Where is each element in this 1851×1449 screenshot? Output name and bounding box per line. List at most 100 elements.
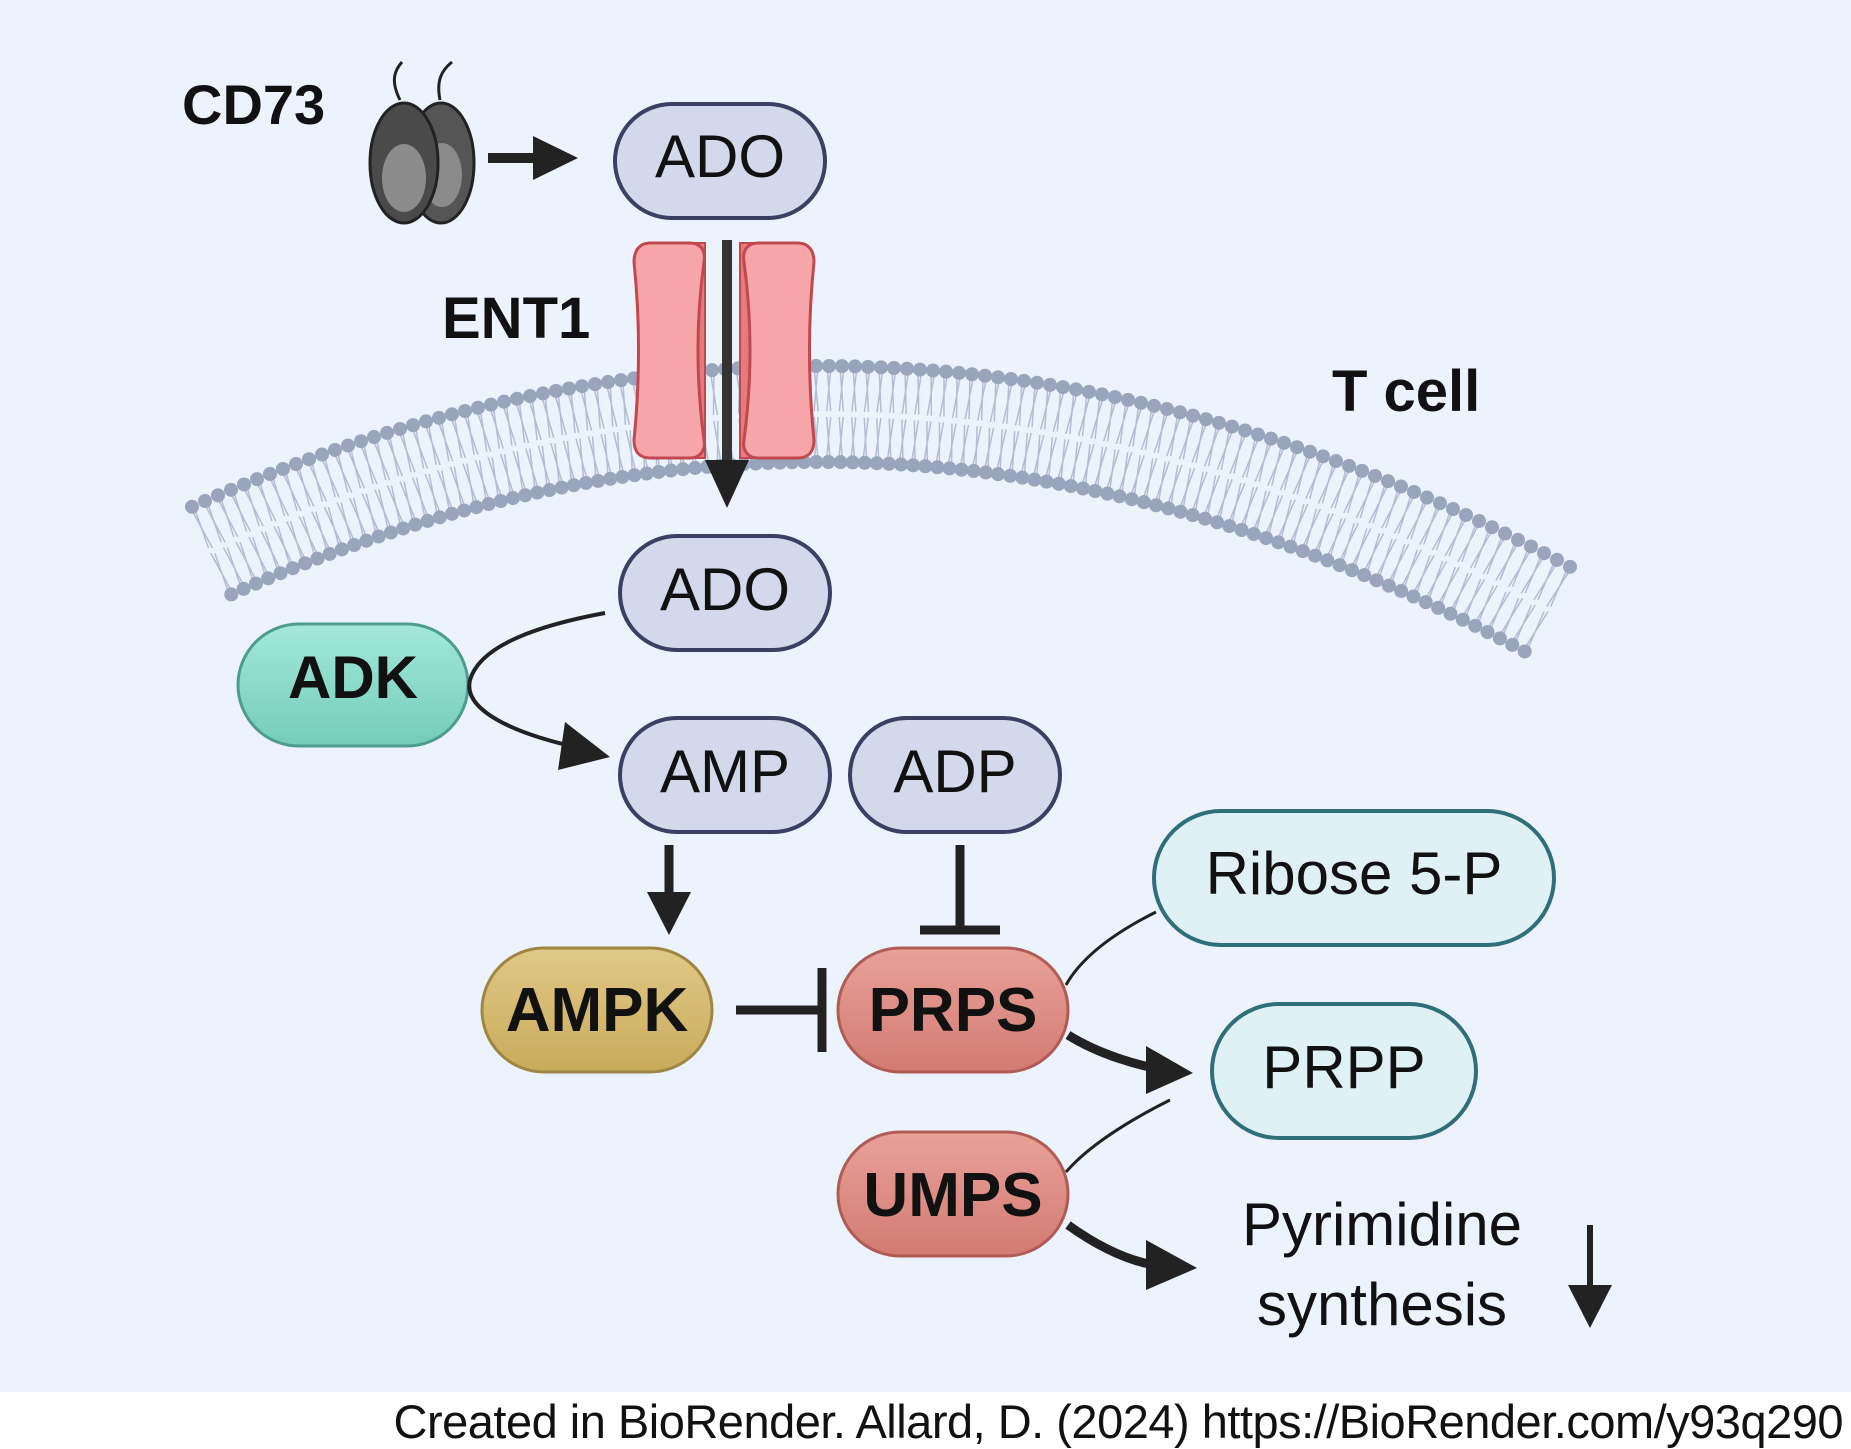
cd73-arrow-head — [533, 136, 578, 180]
lipid-head — [918, 459, 933, 474]
lipid-tail — [898, 368, 910, 465]
lipid-head — [1222, 519, 1237, 534]
lipid-head — [1369, 573, 1384, 588]
lipid-tail — [527, 395, 553, 491]
lipid-head — [1355, 463, 1369, 478]
lipid-tail — [874, 367, 884, 464]
lipid-tail — [995, 378, 1014, 475]
lipid-head — [289, 457, 303, 472]
lipid-head — [518, 488, 533, 503]
prpp-node: PRPP — [1210, 1002, 1478, 1140]
lipid-head — [1485, 520, 1499, 535]
prpp-label: PRPP — [1262, 1034, 1425, 1101]
lipid-head — [237, 477, 251, 492]
lipid-tail — [825, 365, 832, 463]
lipid-tail — [423, 421, 455, 515]
lipid-tail — [1202, 426, 1235, 519]
lipid-tail — [553, 390, 577, 486]
lipid-head — [578, 475, 593, 490]
lipid-head — [887, 360, 901, 375]
lipid-head — [1368, 468, 1382, 483]
lipid-head — [1480, 625, 1495, 640]
lipid-head — [542, 483, 557, 498]
lipid-tail — [1423, 514, 1469, 603]
lipid-tail — [958, 374, 975, 470]
lipid-tail — [1324, 470, 1365, 561]
lipid-head — [408, 517, 423, 532]
lipid-head — [705, 363, 719, 378]
lipid-head — [1082, 384, 1096, 399]
lipid-tail — [849, 366, 858, 463]
lipid-head — [406, 418, 420, 433]
lipid-head — [1108, 390, 1122, 405]
pyrimidine-label-line1: Pyrimidine — [1242, 1191, 1522, 1258]
lipid-tail — [1447, 526, 1495, 615]
lipid-head — [562, 381, 576, 396]
ado-extracellular-label: ADO — [655, 123, 785, 190]
lipid-tail — [488, 404, 516, 499]
pyrimidine-label-line2: synthesis — [1257, 1271, 1507, 1338]
lipid-head — [497, 394, 511, 409]
lipid-head — [991, 370, 1005, 385]
lipid-head — [1027, 472, 1042, 487]
lipid-head — [261, 571, 276, 586]
lipid-head — [1357, 568, 1372, 583]
lipid-head — [1537, 546, 1551, 561]
lipid-tail — [241, 484, 284, 574]
lipid-head — [821, 455, 836, 470]
amp-node: AMP — [618, 716, 832, 834]
lipid-head — [894, 457, 909, 472]
lipid-head — [1039, 474, 1054, 489]
lipid-tail — [1509, 559, 1560, 646]
umps-label: UMPS — [863, 1161, 1042, 1230]
lipid-head — [1225, 419, 1239, 434]
lipid-tail — [1361, 486, 1404, 576]
lipid-head — [334, 542, 349, 557]
lipid-head — [748, 456, 763, 471]
lipid-head — [663, 463, 678, 478]
lipid-head — [1149, 498, 1164, 513]
lipid-head — [393, 421, 407, 436]
lipid-head — [1100, 486, 1115, 501]
lipid-head — [1197, 511, 1212, 526]
lipid-head — [900, 361, 914, 376]
lipid-tail — [1251, 442, 1287, 535]
lipid-tail — [1226, 434, 1261, 527]
lipid-tail — [946, 372, 962, 469]
lipid-head — [1173, 405, 1187, 420]
umps-reaction-arrow-head — [1146, 1240, 1197, 1290]
transport-arrow-head — [705, 460, 749, 508]
lipid-head — [298, 556, 313, 571]
lipid-head — [1433, 496, 1447, 511]
lipid-head — [861, 359, 875, 374]
lipid-head — [322, 546, 337, 561]
lipid-head — [1112, 489, 1127, 504]
lipid-tail — [861, 366, 871, 463]
lipid-head — [469, 500, 484, 515]
pathway-diagram: CD73 ADO ENT1 T cell ADO ADK AMP ADP — [0, 0, 1851, 1392]
lipid-head — [639, 466, 654, 481]
lipid-tail — [384, 432, 419, 525]
adk-label: ADK — [288, 644, 418, 711]
lipid-head — [1394, 584, 1409, 599]
lipid-tail — [1435, 520, 1482, 609]
lipid-head — [809, 455, 824, 470]
lipid-head — [676, 462, 691, 477]
adp-label: ADP — [893, 738, 1016, 805]
lipid-tail — [1238, 438, 1274, 531]
lipid-tail — [1275, 451, 1313, 543]
lipid-head — [236, 581, 251, 596]
lipid-head — [432, 510, 447, 525]
lipid-tail — [1056, 389, 1079, 485]
lipid-tail — [410, 424, 443, 518]
cd73-enzyme-icon — [368, 60, 476, 225]
lipid-head — [510, 391, 524, 406]
lipid-head — [1161, 501, 1176, 516]
lipid-head — [1030, 375, 1044, 390]
lipid-head — [1283, 539, 1298, 554]
lipid-head — [1264, 431, 1278, 446]
lipid-head — [601, 375, 615, 390]
lipid-tail — [1398, 502, 1443, 592]
lipid-head — [1199, 412, 1213, 427]
lipid-tail — [1484, 546, 1534, 633]
